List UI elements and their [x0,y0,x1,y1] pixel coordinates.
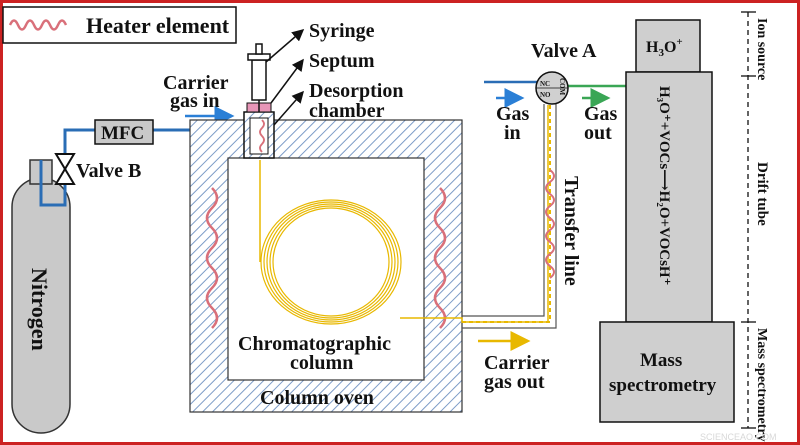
legend-heater-label: Heater element [86,13,230,38]
gas-out-label-1: Gas [584,103,618,125]
syringe-label: Syringe [309,20,375,42]
drift-reaction-label: H₃O⁺+VOCs⟶H₂O+VOCsH⁺ [656,86,672,286]
oven-heater-left [205,187,219,329]
mass-spec-label-1: Mass [640,350,682,371]
gas-in-label-2: in [504,122,521,144]
mfc-label: MFC [101,123,144,144]
valve-b-label: Valve B [76,160,141,182]
mass-spec-label-2: spectrometry [609,375,717,396]
syringe [247,43,271,112]
carrier-in-label-1: Carrier [163,72,229,94]
valve-a [535,71,569,105]
desorption-label-2: chamber [309,100,385,122]
syringe-pointer [265,29,305,63]
side-label-mass-spectrometry: Mass spectrometry [754,328,769,442]
desorption-chamber [243,111,275,159]
carrier-out-label-1: Carrier [484,352,550,374]
valve-com-label: COM [558,78,566,96]
valve-nc-label: NC [540,80,550,88]
side-label-ion-source: Ion source [754,18,769,80]
nitrogen-label: Nitrogen [27,268,52,351]
gas-in-label-1: Gas [496,103,530,125]
nitrogen-pipe [39,128,105,207]
carrier-in-label-2: gas in [170,90,219,112]
watermark: SCIENCEAO.COM [700,432,777,442]
transfer-line-label: Transfer line [560,176,582,286]
septum-pointer [270,58,304,104]
chromatographic-column-coil [260,199,402,325]
side-scale [741,11,756,429]
mass-spec-box [599,321,735,423]
chromatographic-label-2: column [290,352,353,374]
heater-legend-icon [8,19,68,31]
chromatographic-label-1: Chromatographic [238,333,391,355]
desorption-pointer [273,90,304,126]
legend: Heater element [2,6,237,44]
desorption-label-1: Desorption [309,80,403,102]
column-oven-label: Column oven [260,387,374,409]
oven-heater-right [433,187,447,329]
side-label-drift-tube: Drift tube [754,162,770,226]
carrier-out-label-2: gas out [484,371,545,393]
valve-b-icon [54,153,76,185]
gas-out-label-2: out [584,122,612,144]
transfer-line [462,104,557,329]
septum-label: Septum [309,50,375,72]
drift-tube-box [625,71,713,323]
column-oven [189,119,463,413]
ion-source-formula: H3O+ [646,36,683,59]
valve-no-label: NO [540,91,551,99]
mfc-box [94,119,154,145]
valve-a-label: Valve A [531,40,597,62]
